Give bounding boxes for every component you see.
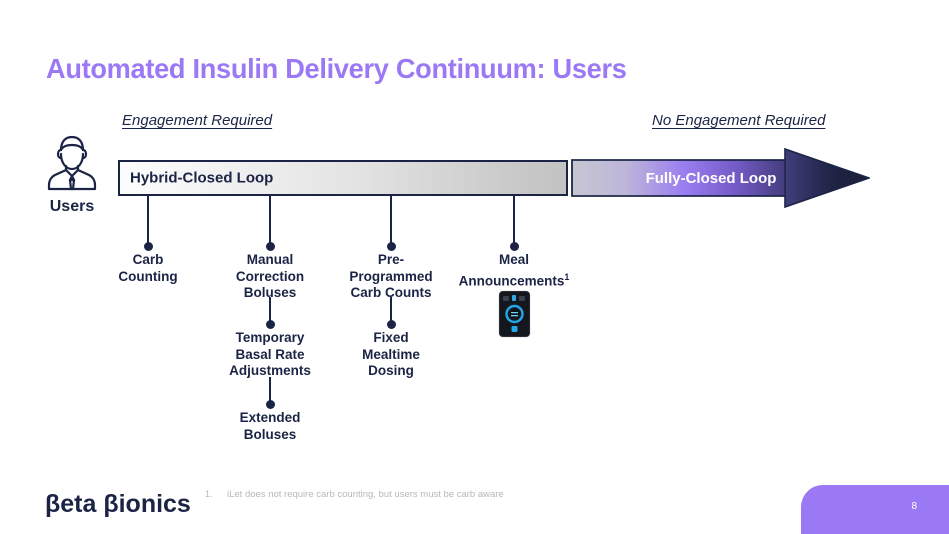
node-label-line2: Mealtime: [362, 346, 420, 362]
continuum-bar: Hybrid-Closed Loop Fully-Closed Loop: [118, 148, 870, 208]
person-with-tie-icon: [42, 135, 102, 195]
node-dot: [386, 320, 396, 329]
node-label-line2: Counting: [118, 268, 178, 284]
footnote-text: iLet does not require carb counting, but…: [227, 489, 504, 500]
node-label-line1: Manual: [246, 252, 294, 267]
node-label: Carb Counting: [118, 252, 177, 285]
node-dot: [143, 242, 153, 251]
caption-engagement-required: Engagement Required: [122, 112, 273, 129]
users-legend: Users: [38, 133, 106, 216]
node-label: Extended Boluses: [240, 410, 301, 443]
page-title: Automated Insulin Delivery Continuum: Us…: [46, 53, 627, 84]
node-label-line2: Announcements: [458, 273, 565, 288]
node-label-line1: Pre-: [377, 252, 405, 267]
node-label-line3: Adjustments: [229, 363, 311, 378]
node-label-line1: Extended: [239, 410, 301, 425]
node-label-line2: Programmed: [349, 268, 433, 284]
connector-line: [513, 196, 515, 245]
connector-line: [269, 297, 271, 324]
node-label-line1: Temporary: [235, 330, 305, 345]
node-dot: [265, 242, 275, 251]
node-label-line2: Correction: [235, 268, 305, 284]
node-label: Meal Announcements1: [459, 252, 570, 290]
node-label-line1: Carb: [132, 252, 164, 267]
users-label: Users: [49, 198, 95, 215]
node-label: Manual Correction Boluses: [236, 252, 304, 302]
footnote-marker: 1: [564, 271, 570, 282]
node-label-line1: Fixed: [373, 330, 409, 345]
footnote-number: 1.: [205, 489, 213, 499]
connector-line: [147, 196, 149, 245]
connector-line: [269, 377, 271, 404]
node-label-line2: Boluses: [243, 426, 297, 442]
node-label-line1: Meal: [498, 252, 529, 267]
node-label: Fixed Mealtime Dosing: [362, 330, 420, 380]
page-number-badge: 8: [801, 485, 949, 534]
connector-line: [390, 297, 392, 324]
node-dot: [265, 320, 275, 329]
node-label: Pre- Programmed Carb Counts: [349, 252, 432, 302]
node-dot: [509, 242, 519, 251]
caption-no-engagement-required: No Engagement Required: [652, 112, 826, 129]
node-label-line2: Basal Rate: [235, 346, 305, 362]
node-dot: [386, 242, 396, 251]
node-dot: [265, 400, 275, 409]
insulin-pump-device-image: [499, 291, 530, 337]
hybrid-closed-loop-label: Hybrid-Closed Loop: [130, 169, 274, 187]
page-number: 8: [911, 501, 917, 512]
node-label-line3: Carb Counts: [350, 285, 432, 300]
node-label: Temporary Basal Rate Adjustments: [229, 330, 311, 380]
fully-closed-loop-arrow: [571, 148, 870, 208]
node-label-line3: Boluses: [243, 285, 297, 300]
hybrid-closed-loop-segment: Hybrid-Closed Loop: [118, 160, 568, 196]
node-label-line3: Dosing: [368, 363, 414, 378]
connector-line: [269, 196, 271, 245]
connector-line: [390, 196, 392, 245]
beta-bionics-logo: βeta βionics: [45, 490, 191, 518]
